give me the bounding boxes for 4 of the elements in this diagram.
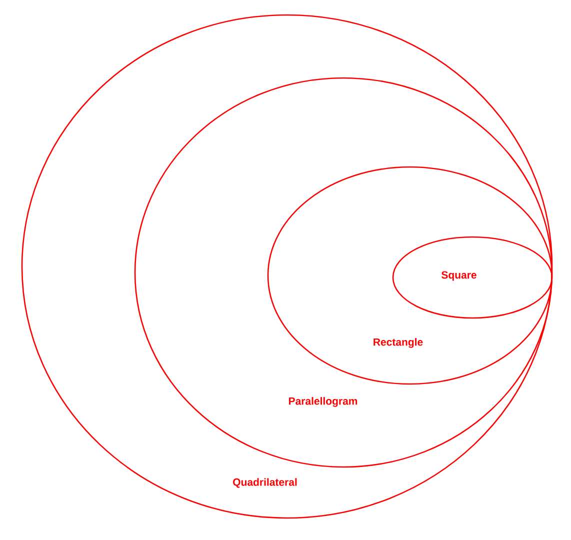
region-label: Paralellogram bbox=[288, 397, 358, 407]
region-label: Square bbox=[442, 271, 476, 281]
region-label: Rectangle bbox=[374, 338, 423, 348]
region-label: Quadrilateral bbox=[233, 478, 297, 488]
